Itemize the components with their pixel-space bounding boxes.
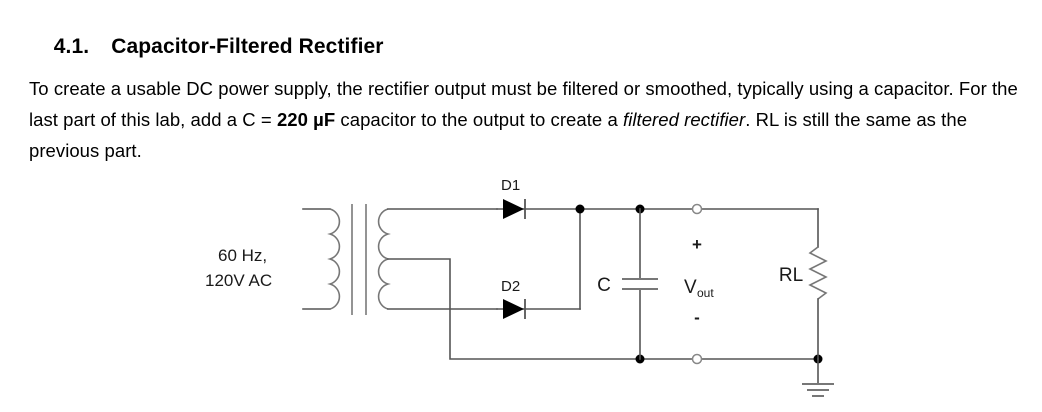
diode-d1: D1 [496,177,581,219]
ground-symbol [802,358,834,397]
junction-dot-diode-output [575,204,585,214]
polarity-minus-label: - [694,308,700,327]
source-voltage-label: 120V AC [205,271,272,290]
load-resistor-label: RL [779,265,803,286]
diode-d1-label: D1 [501,177,520,194]
source-frequency-label: 60 Hz, [218,246,267,265]
section-title: Capacitor-Filtered Rectifier [111,35,384,58]
vout-subscript-label: out [697,286,714,300]
paragraph-part-3: . RL is still the same as the previous p… [29,108,968,161]
vout-positive-terminal[interactable] [691,203,703,215]
load-resistor-rl: RL [779,208,828,360]
transformer-center-tap-wire [387,258,641,360]
section-number: 4.1. [53,35,90,58]
paragraph-part-1: To create a usable DC power supply, the … [29,77,1018,130]
capacitor-label: C [597,275,611,296]
diode-d2-triangle [503,299,524,319]
vout-negative-terminal[interactable] [691,353,703,365]
ac-source-label: 60 Hz, 120V AC [205,246,272,290]
transformer [302,204,641,360]
polarity-plus-label: + [692,235,702,254]
capacitor-value: 220 µF [276,108,336,130]
bottom-rail [635,353,823,365]
vout-annotation: + V out - [684,235,714,327]
transformer-secondary-winding [377,208,391,310]
diode-d2: D2 [496,278,581,319]
vout-label: V [684,277,697,298]
top-rail [575,203,819,310]
body-paragraph: To create a usable DC power supply, the … [29,73,1019,166]
paragraph-part-2: capacitor to the output to create a [335,108,623,130]
diode-d2-label: D2 [501,278,520,295]
rectifier-circuit-diagram: D1 D2 [205,177,834,397]
resistor-zigzag [808,246,828,300]
transformer-primary-winding [327,208,341,310]
filtered-rectifier-term: filtered rectifier [623,108,746,130]
capacitor-c: C [597,208,658,360]
diode-d1-triangle [503,199,524,219]
page-title: 4.1. Capacitor-Filtered Rectifier [30,11,384,83]
